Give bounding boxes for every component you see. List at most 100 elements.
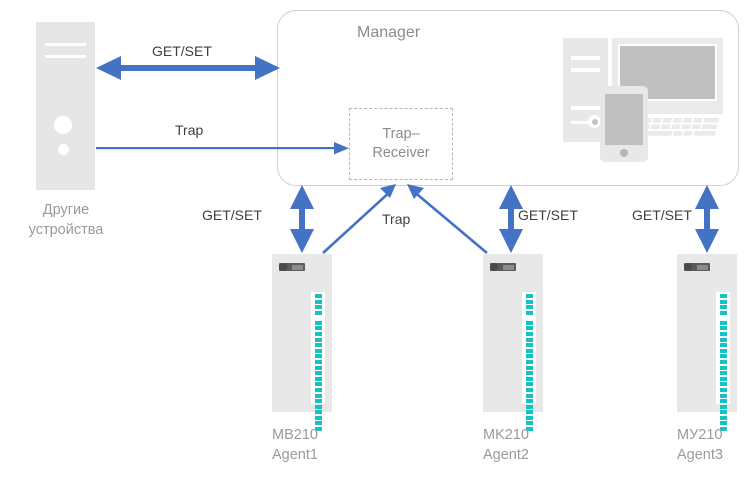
- agent-led-indicator: [314, 365, 322, 370]
- agent-led-indicator: [719, 427, 727, 432]
- label-getset-other-devices: GET/SET: [152, 43, 212, 59]
- arrow-getset-agent3: [695, 185, 719, 253]
- agent-led-indicator: [525, 354, 533, 359]
- agent-led-indicator: [314, 310, 322, 315]
- agent-led-indicator: [525, 393, 533, 398]
- agent-caption-2: MK210 Agent2: [483, 425, 603, 465]
- trap-receiver-label-line1: Trap–: [382, 126, 420, 142]
- manager-title: Manager: [357, 24, 421, 41]
- agent-led-indicator: [314, 343, 322, 348]
- arrow-trap-agent2: [407, 184, 488, 254]
- agent-led-indicator: [314, 421, 322, 426]
- agent-led-indicator: [314, 415, 322, 420]
- agent-led-indicator: [525, 371, 533, 376]
- trap-receiver-box: Trap– Receiver: [349, 108, 453, 180]
- agent-caption-1: MB210 Agent1: [272, 425, 392, 465]
- agent-led-indicator: [314, 393, 322, 398]
- agent-led-indicator: [525, 421, 533, 426]
- agent-device-1: [272, 254, 332, 432]
- agent-led-indicator: [719, 337, 727, 342]
- workstation-tower-line-icon: [571, 121, 591, 124]
- label-trap-other-devices: Trap: [175, 122, 204, 138]
- label-getset-agent2: GET/SET: [518, 207, 578, 223]
- agent-led-indicator: [719, 331, 727, 336]
- agent-led-indicator: [719, 365, 727, 370]
- workstation-smartphone-icon: [600, 86, 648, 162]
- agent-led-indicator: [314, 376, 322, 381]
- agent-led-indicator: [525, 382, 533, 387]
- agent-connector-icon: [490, 263, 516, 271]
- agent-led-indicator: [719, 371, 727, 376]
- smartphone-screen-icon: [605, 94, 643, 145]
- agent-led-indicator: [314, 337, 322, 342]
- other-devices-caption: Другие устройства: [0, 200, 132, 240]
- agent-led-indicator: [719, 359, 727, 364]
- agent-led-indicator: [719, 410, 727, 415]
- agent-device-2: [483, 254, 543, 432]
- label-getset-agent1: GET/SET: [202, 207, 262, 223]
- agent-led-indicator: [525, 365, 533, 370]
- agent-led-indicator: [525, 337, 533, 342]
- tower-power-button-icon: [54, 116, 72, 134]
- agent-led-indicator: [314, 305, 322, 310]
- agent-role-2: Agent2: [483, 447, 529, 463]
- agent-model-2: MK210: [483, 427, 529, 443]
- agent-led-indicator: [719, 387, 727, 392]
- agent-led-indicator: [314, 359, 322, 364]
- agent-led-indicator: [314, 294, 322, 298]
- workstation-monitor-icon: [612, 38, 723, 114]
- agent-led-indicator: [719, 354, 727, 359]
- workstation-tower-power-inner-icon: [591, 118, 598, 125]
- tower-slot-icon: [45, 55, 86, 58]
- agent-led-indicator: [719, 299, 727, 304]
- agent-led-indicator: [314, 399, 322, 404]
- agent-led-indicator: [525, 387, 533, 392]
- agent-led-indicator: [314, 354, 322, 359]
- agent-led-indicator: [525, 343, 533, 348]
- agent-led-strip-1: [311, 292, 325, 432]
- agent-led-indicator: [719, 294, 727, 298]
- agent-led-indicator: [719, 348, 727, 353]
- agent-led-indicator: [314, 382, 322, 387]
- agent-led-indicator: [314, 299, 322, 304]
- agent-model-1: MB210: [272, 427, 318, 443]
- workstation-tower-slot-icon: [571, 68, 600, 72]
- agent-led-indicator: [719, 320, 727, 325]
- agent-led-indicator: [525, 305, 533, 310]
- agent-led-indicator: [314, 320, 322, 325]
- agent-led-indicator: [525, 376, 533, 381]
- label-getset-agent3: GET/SET: [632, 207, 692, 223]
- arrow-getset-agent1: [290, 185, 314, 253]
- agent-led-indicator: [525, 299, 533, 304]
- agent-led-indicator: [314, 410, 322, 415]
- tower-indicator-icon: [58, 144, 69, 155]
- agent-led-indicator: [314, 404, 322, 409]
- agent-model-3: MУ210: [677, 427, 723, 443]
- workstation-tower-slot-icon: [571, 56, 600, 60]
- agent-led-indicator: [719, 310, 727, 315]
- agent-led-indicator: [719, 326, 727, 331]
- other-devices-caption-line2: устройства: [28, 222, 104, 238]
- agent-led-indicator: [525, 415, 533, 420]
- agent-led-indicator: [525, 359, 533, 364]
- agent-led-indicator: [525, 410, 533, 415]
- agent-caption-3: MУ210 Agent3: [677, 425, 755, 465]
- agent-led-indicator: [525, 310, 533, 315]
- agent-device-3: [677, 254, 737, 432]
- agent-led-indicator: [314, 348, 322, 353]
- agent-led-indicator: [314, 387, 322, 392]
- agent-led-indicator: [719, 382, 727, 387]
- agent-led-indicator: [525, 399, 533, 404]
- agent-led-indicator: [525, 294, 533, 298]
- agent-led-indicator: [525, 348, 533, 353]
- agent-led-indicator: [719, 376, 727, 381]
- agent-led-strip-2: [522, 292, 536, 432]
- trap-receiver-label-line2: Receiver: [372, 145, 430, 161]
- agent-connector-icon: [279, 263, 305, 271]
- agent-led-indicator: [525, 404, 533, 409]
- agent-led-indicator: [525, 427, 533, 432]
- label-trap-agents: Trap: [382, 211, 411, 227]
- tower-slot-icon: [45, 43, 86, 46]
- agent-led-indicator: [719, 415, 727, 420]
